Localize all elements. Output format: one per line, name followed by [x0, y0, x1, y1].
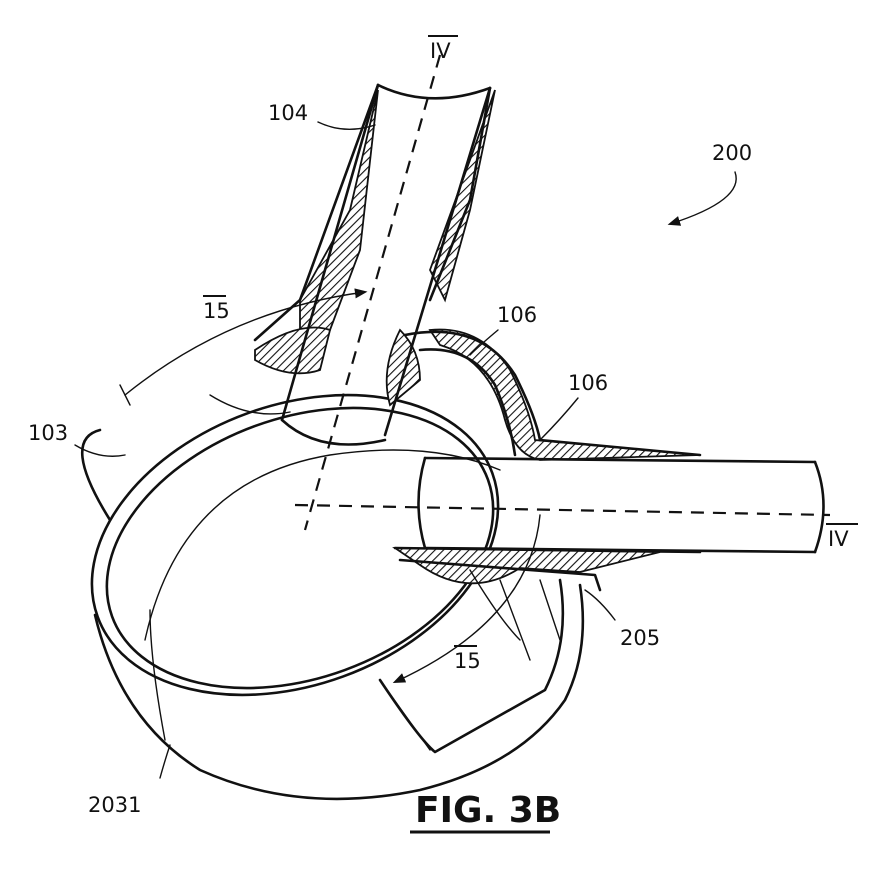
label-200: 200: [712, 141, 752, 165]
upper-tube-104: [255, 85, 495, 445]
assembly-arrow: [670, 172, 736, 224]
label-angle-upper: 15: [203, 299, 230, 323]
label-angle-lower: 15: [454, 649, 481, 673]
side-tube: [419, 458, 824, 552]
wall-106: [405, 330, 700, 461]
lower-wall-205: [380, 548, 700, 752]
label-section-top: IV: [430, 39, 451, 63]
label-section-right: IV: [828, 527, 849, 551]
label-103: 103: [28, 421, 68, 445]
figure-caption: FIG. 3B: [415, 790, 561, 831]
label-106-a: 106: [497, 303, 537, 327]
label-2031: 2031: [88, 793, 141, 817]
label-104: 104: [268, 101, 308, 125]
label-205: 205: [620, 626, 660, 650]
label-106-b: 106: [568, 371, 608, 395]
